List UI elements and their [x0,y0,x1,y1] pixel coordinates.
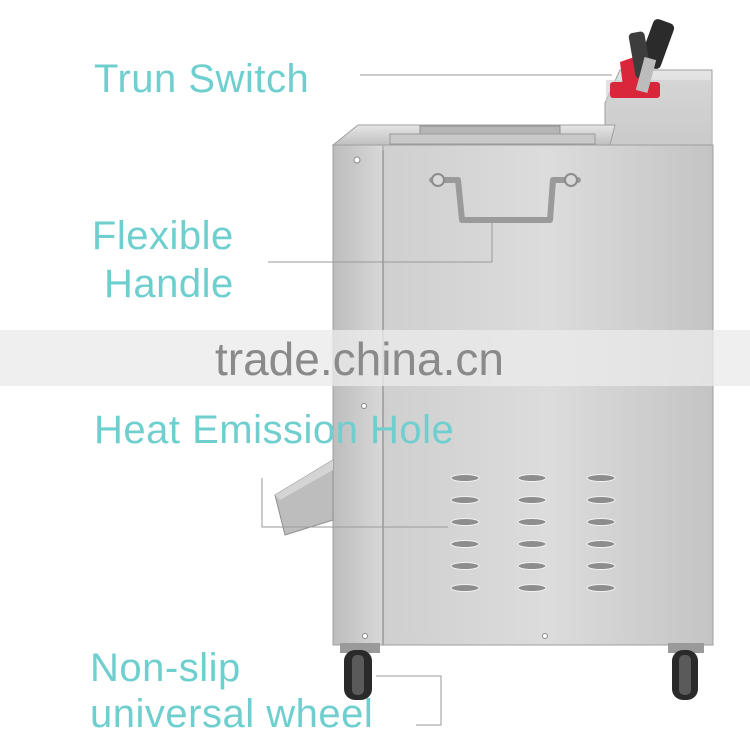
vent-slot [517,518,547,526]
front-panel [382,144,714,646]
vent-slot [517,540,547,548]
label-wheel-line1: Non-slip [90,646,241,690]
vent-slot [586,496,616,504]
flexible-handle [429,173,581,223]
vent-slot [450,518,480,526]
vent-slot [586,562,616,570]
watermark-band: trade.china.cn [0,330,750,386]
label-handle-line1: Flexible [91,214,234,258]
left-wheel [340,643,380,700]
vent-slot [450,562,480,570]
label-wheel-line2: universal wheel [90,692,374,736]
vent-slot [517,496,547,504]
leader-lines [261,74,612,726]
vent-slot [517,474,547,482]
heat-emission-vents [450,474,616,592]
vent-slot [586,518,616,526]
label-flexible-handle: Flexible Handle [90,212,234,308]
vent-slot [450,584,480,592]
watermark-text: trade.china.cn [215,333,504,385]
vent-slot [450,474,480,482]
right-wheel [668,643,704,700]
vent-slot [517,584,547,592]
vent-slot [517,562,547,570]
label-turn-switch: Trun Switch [94,55,309,103]
vent-slot [586,540,616,548]
label-non-slip-wheel: Non-slip universal wheel [90,645,373,737]
vent-slot [450,540,480,548]
top-deck [331,124,616,146]
drain-chute [274,459,334,536]
turn-switch [610,19,675,98]
vent-slot [450,496,480,504]
label-heat-emission-hole: Heat Emission Hole [94,406,454,454]
label-handle-line2: Handle [104,262,234,306]
label-turn-switch-text: Trun Switch [94,57,310,101]
vent-slot [586,584,616,592]
label-heat-text: Heat Emission Hole [94,408,455,452]
side-panel [332,144,384,646]
vent-slot [586,474,616,482]
